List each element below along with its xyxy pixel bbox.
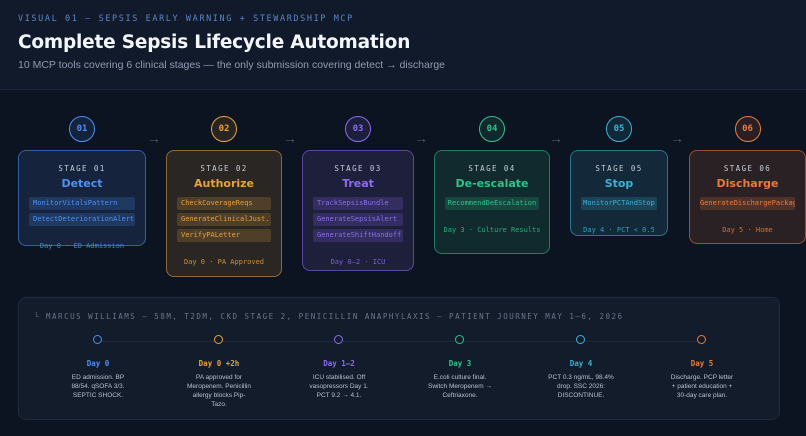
header: VISUAL 01 — SEPSIS EARLY WARNING + STEWA… bbox=[0, 0, 806, 90]
stage-name: Treat bbox=[342, 177, 374, 190]
event-day: Day 0 bbox=[86, 359, 110, 368]
event-description-line: + patient education + bbox=[671, 383, 733, 390]
stage-tool-list: GenerateDischargePackage bbox=[700, 197, 795, 213]
event-description-line: DISCONTINUE. bbox=[557, 392, 605, 399]
event-description: ICU stabilised. Off vasopressors Day 1. PC… bbox=[284, 373, 394, 400]
event-description-line: allergy blocks Pip- bbox=[192, 392, 246, 399]
mcp-tool-chip: MonitorVitalsPattern bbox=[29, 197, 135, 210]
mcp-tool-chip: GenerateDischargePackage bbox=[700, 197, 795, 210]
timeline-dot bbox=[214, 335, 223, 344]
stage-label: STAGE 02 bbox=[200, 164, 248, 173]
event-description-line: PCT 9.2 → 4.1. bbox=[316, 392, 362, 399]
event-description: Discharge. PCP letter + patient education… bbox=[647, 373, 757, 400]
event-description-line: PCT 0.3 ng/mL, 98.4% bbox=[548, 374, 614, 381]
event-day: Day 3 bbox=[448, 359, 472, 368]
stage-timing: Day 0–2 · ICU bbox=[330, 258, 386, 266]
stage-04-badge: 04 bbox=[479, 116, 505, 142]
event-description-line: ICU stabilised. Off bbox=[312, 374, 366, 381]
stage-timing: Day 0 · PA Approved bbox=[183, 258, 265, 266]
stage-name: De-escalate bbox=[455, 177, 529, 190]
event-day: Day 5 bbox=[690, 359, 714, 368]
flow-arrow: → bbox=[549, 130, 563, 146]
event-description-line: Meropenem. Penicillin bbox=[187, 383, 251, 390]
stage-label: STAGE 03 bbox=[334, 164, 382, 173]
stage-02-badge: 02 bbox=[211, 116, 237, 142]
timeline-dot bbox=[93, 335, 102, 344]
event-description: ED admission. BP 88/54. qSOFA 3/3. SEPTIC … bbox=[43, 373, 153, 400]
event-description: PCT 0.3 ng/mL, 98.4% drop. SSC 2026: DISCO… bbox=[526, 373, 636, 400]
event-description-line: PA approved for bbox=[195, 374, 243, 381]
stage-tool-list: MonitorPCTAndStop bbox=[581, 197, 657, 213]
patient-journey-panel: └ MARCUS WILLIAMS — 58M, T2DM, CKD STAGE… bbox=[18, 297, 780, 420]
event-description-line: 30-day care plan. bbox=[676, 392, 728, 399]
stage-label: STAGE 06 bbox=[723, 164, 772, 173]
mcp-tool-chip: TrackSepsisBundle bbox=[313, 197, 403, 210]
stage-label: STAGE 01 bbox=[58, 164, 106, 173]
flow-arrow: → bbox=[283, 130, 297, 146]
event-day: Day 1–2 bbox=[323, 359, 355, 368]
stage-03-badge: 03 bbox=[345, 116, 371, 142]
journey-title: └ MARCUS WILLIAMS — 58M, T2DM, CKD STAGE… bbox=[34, 312, 624, 321]
event-description-line: ED admission. BP bbox=[71, 374, 125, 381]
stage-timing: Day 0 · ED Admission bbox=[39, 242, 125, 250]
page-title: Complete Sepsis Lifecycle Automation bbox=[18, 32, 411, 53]
stage-05-badge: 05 bbox=[606, 116, 632, 142]
flow-arrow: → bbox=[414, 130, 428, 146]
mcp-tool-chip: GenerateSepsisAlert bbox=[313, 213, 403, 226]
stage-06-badge: 06 bbox=[734, 116, 761, 142]
event-description-line: SEPTIC SHOCK. bbox=[72, 392, 124, 399]
stage-timing: Day 3 · Culture Results bbox=[443, 226, 541, 234]
mcp-tool-chip: MonitorPCTAndStop bbox=[581, 197, 657, 210]
event-description-line: vasopressors Day 1. bbox=[309, 383, 369, 390]
flow-arrow: → bbox=[670, 130, 684, 146]
mcp-tool-chip: VerifyPALetter bbox=[177, 229, 271, 242]
mcp-tool-chip: CheckCoverageReqs bbox=[177, 197, 271, 210]
timeline-dot bbox=[455, 335, 464, 344]
journey-timeline-line bbox=[99, 341, 699, 342]
event-description-line: E.coli culture final. bbox=[433, 374, 487, 381]
stage-timing: Day 4 · PCT < 0.5 bbox=[583, 226, 655, 234]
stage-label: STAGE 05 bbox=[595, 164, 643, 173]
event-description-line: Discharge. PCP letter bbox=[670, 374, 734, 381]
flow-arrow: → bbox=[147, 130, 161, 146]
stage-timing: Day 5 · Home bbox=[722, 226, 773, 234]
event-day: Day 0 +2h bbox=[198, 359, 240, 368]
event-description-line: drop. SSC 2026: bbox=[556, 383, 606, 390]
event-description-line: 88/54. qSOFA 3/3. bbox=[71, 383, 125, 390]
event-description-line: Ceftriaxone. bbox=[442, 392, 478, 399]
stage-name: Detect bbox=[61, 177, 103, 190]
stage-name: Authorize bbox=[193, 177, 255, 190]
visual-kicker: VISUAL 01 — SEPSIS EARLY WARNING + STEWA… bbox=[18, 14, 354, 24]
event-day: Day 4 bbox=[569, 359, 593, 368]
stage-label: STAGE 04 bbox=[468, 164, 516, 173]
mcp-tool-chip: GenerateClinicalJust. bbox=[177, 213, 271, 226]
stage-name: Stop bbox=[604, 177, 634, 190]
stage-name: Discharge bbox=[716, 177, 779, 190]
timeline-dot bbox=[576, 335, 585, 344]
mcp-tool-chip: RecommendDeEscalation bbox=[445, 197, 539, 210]
mcp-tool-chip: DetectDeteriorationAlert bbox=[29, 213, 135, 226]
stage-tool-list: RecommendDeEscalation bbox=[445, 197, 539, 213]
event-description: E.coli culture final. Switch Meropenem → C… bbox=[405, 373, 515, 400]
stage-01-badge: 01 bbox=[69, 116, 95, 142]
event-description-line: Tazo. bbox=[211, 401, 227, 408]
page-subtitle: 10 MCP tools covering 6 clinical stages … bbox=[18, 59, 446, 71]
event-description-line: Switch Meropenem → bbox=[428, 383, 492, 390]
timeline-dot bbox=[334, 335, 343, 344]
mcp-tool-chip: GenerateShiftHandoff bbox=[313, 229, 403, 242]
timeline-dot bbox=[697, 335, 706, 344]
